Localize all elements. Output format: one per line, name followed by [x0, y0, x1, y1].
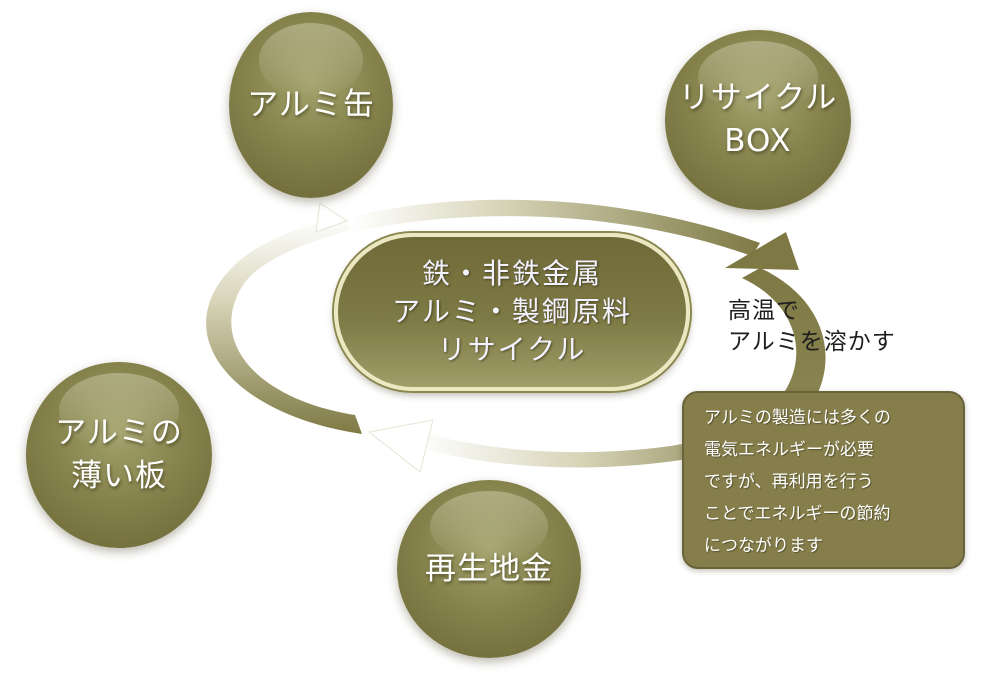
recycled-ingot-node: 再生地金 — [397, 480, 581, 658]
recycle-box-node: リサイクル BOX — [665, 30, 851, 210]
energy-note-box: アルミの製造には多くの 電気エネルギーが必要 ですが、再利用を行う ことでエネル… — [682, 391, 965, 569]
aluminum-plate-label: アルミの 薄い板 — [55, 415, 183, 494]
aluminum-can-node: アルミ缶 — [229, 12, 393, 198]
cycle-arrowhead-top-left — [315, 202, 349, 233]
recycled-ingot-label: 再生地金 — [425, 550, 553, 587]
center-label: 鉄・非鉄金属 アルミ・製鋼原料 リサイクル — [392, 257, 632, 366]
aluminum-plate-node: アルミの 薄い板 — [26, 362, 212, 548]
cycle-arrow-right — [742, 268, 826, 420]
energy-note-text: アルミの製造には多くの 電気エネルギーが必要 ですが、再利用を行う ことでエネル… — [704, 408, 891, 556]
cycle-arrowhead-right — [725, 232, 799, 270]
aluminum-can-label: アルミ缶 — [247, 86, 375, 123]
cycle-arrow-top — [350, 199, 760, 256]
cycle-arrow-left — [206, 216, 362, 434]
recycle-box-label: リサイクル BOX — [678, 80, 838, 159]
melt-caption: 高温で アルミを溶かす — [728, 298, 896, 355]
cycle-arrowhead-left — [367, 419, 434, 473]
center-recycling-pill: 鉄・非鉄金属 アルミ・製鋼原料 リサイクル — [334, 233, 690, 391]
